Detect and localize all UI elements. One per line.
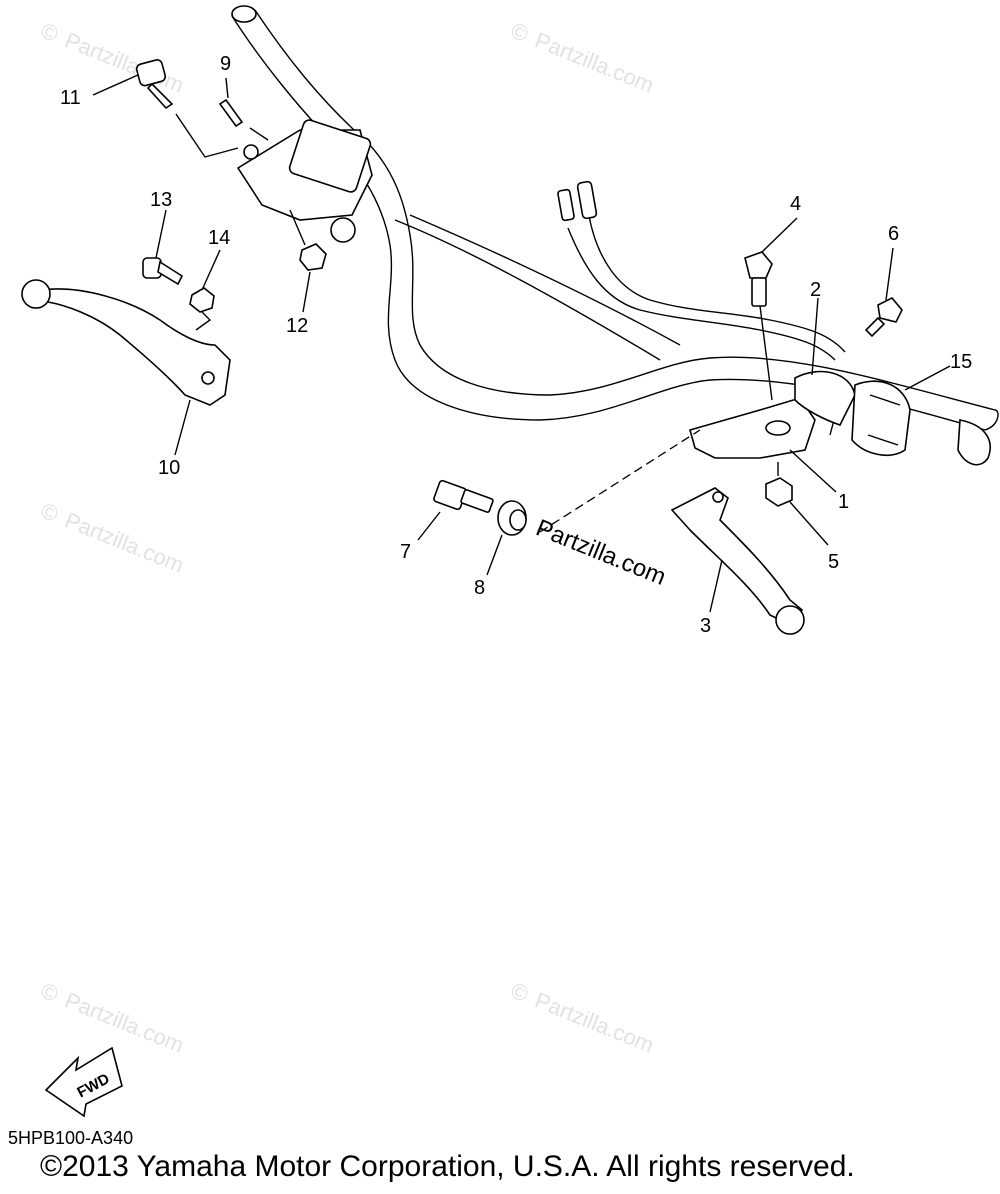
part-7-adjuster-bolt: [433, 479, 494, 513]
callout-14: 14: [208, 227, 230, 249]
master-cylinder: [236, 119, 373, 243]
adjuster-guide-line: [539, 429, 701, 533]
part-14-nut: [189, 287, 215, 331]
callout-4: 4: [790, 193, 801, 215]
watermark-mark: ©: [37, 978, 61, 1007]
callout-8: 8: [474, 577, 485, 599]
callout-3: 3: [700, 615, 711, 637]
callout-2: 2: [810, 279, 821, 301]
callout-12: 12: [286, 315, 308, 337]
part-3-clutch-lever: [670, 487, 805, 635]
part-6-screw: [864, 297, 903, 338]
watermark-text: Partzilla.com: [61, 987, 187, 1057]
part-11-bolt: [135, 59, 239, 158]
callout-9: 9: [220, 53, 231, 75]
part-9-screw: [218, 98, 269, 141]
callout-7: 7: [400, 541, 411, 563]
part-8-locknut: [497, 500, 527, 536]
part-12-nut: [289, 209, 327, 271]
watermark-mark: ©: [37, 18, 61, 47]
part-10-brake-lever: [21, 279, 231, 406]
callout-numbers: 1 2 3 4 5 6 7 8 9 10 11 12 13 14 15: [60, 53, 972, 637]
part-15-switch: [851, 380, 911, 456]
callout-15: 15: [950, 351, 972, 373]
switch-cable: [557, 180, 846, 361]
callout-10: 10: [158, 457, 180, 479]
watermark-center: Partzilla.com: [532, 514, 669, 590]
callout-6: 6: [888, 223, 899, 245]
callout-5: 5: [828, 551, 839, 573]
part-4-bolt: [744, 251, 773, 401]
callout-13: 13: [150, 189, 172, 211]
fwd-arrow: FWD: [44, 1046, 123, 1118]
copyright-notice: ©2013 Yamaha Motor Corporation, U.S.A. A…: [40, 1150, 855, 1183]
watermark-mark: ©: [507, 18, 531, 47]
part-13-screw: [142, 257, 184, 286]
diagram-code: 5HPB100-A340: [8, 1128, 134, 1148]
leader-lines: [92, 74, 951, 613]
watermark-text: Partzilla.com: [531, 27, 657, 97]
watermark-mark: ©: [507, 978, 531, 1007]
watermark-text: Partzilla.com: [531, 987, 657, 1057]
callout-1: 1: [838, 491, 849, 513]
callout-11: 11: [60, 87, 81, 109]
part-5-nut: [765, 462, 793, 507]
watermark-mark: ©: [37, 498, 61, 527]
watermark-text: Partzilla.com: [61, 507, 187, 577]
